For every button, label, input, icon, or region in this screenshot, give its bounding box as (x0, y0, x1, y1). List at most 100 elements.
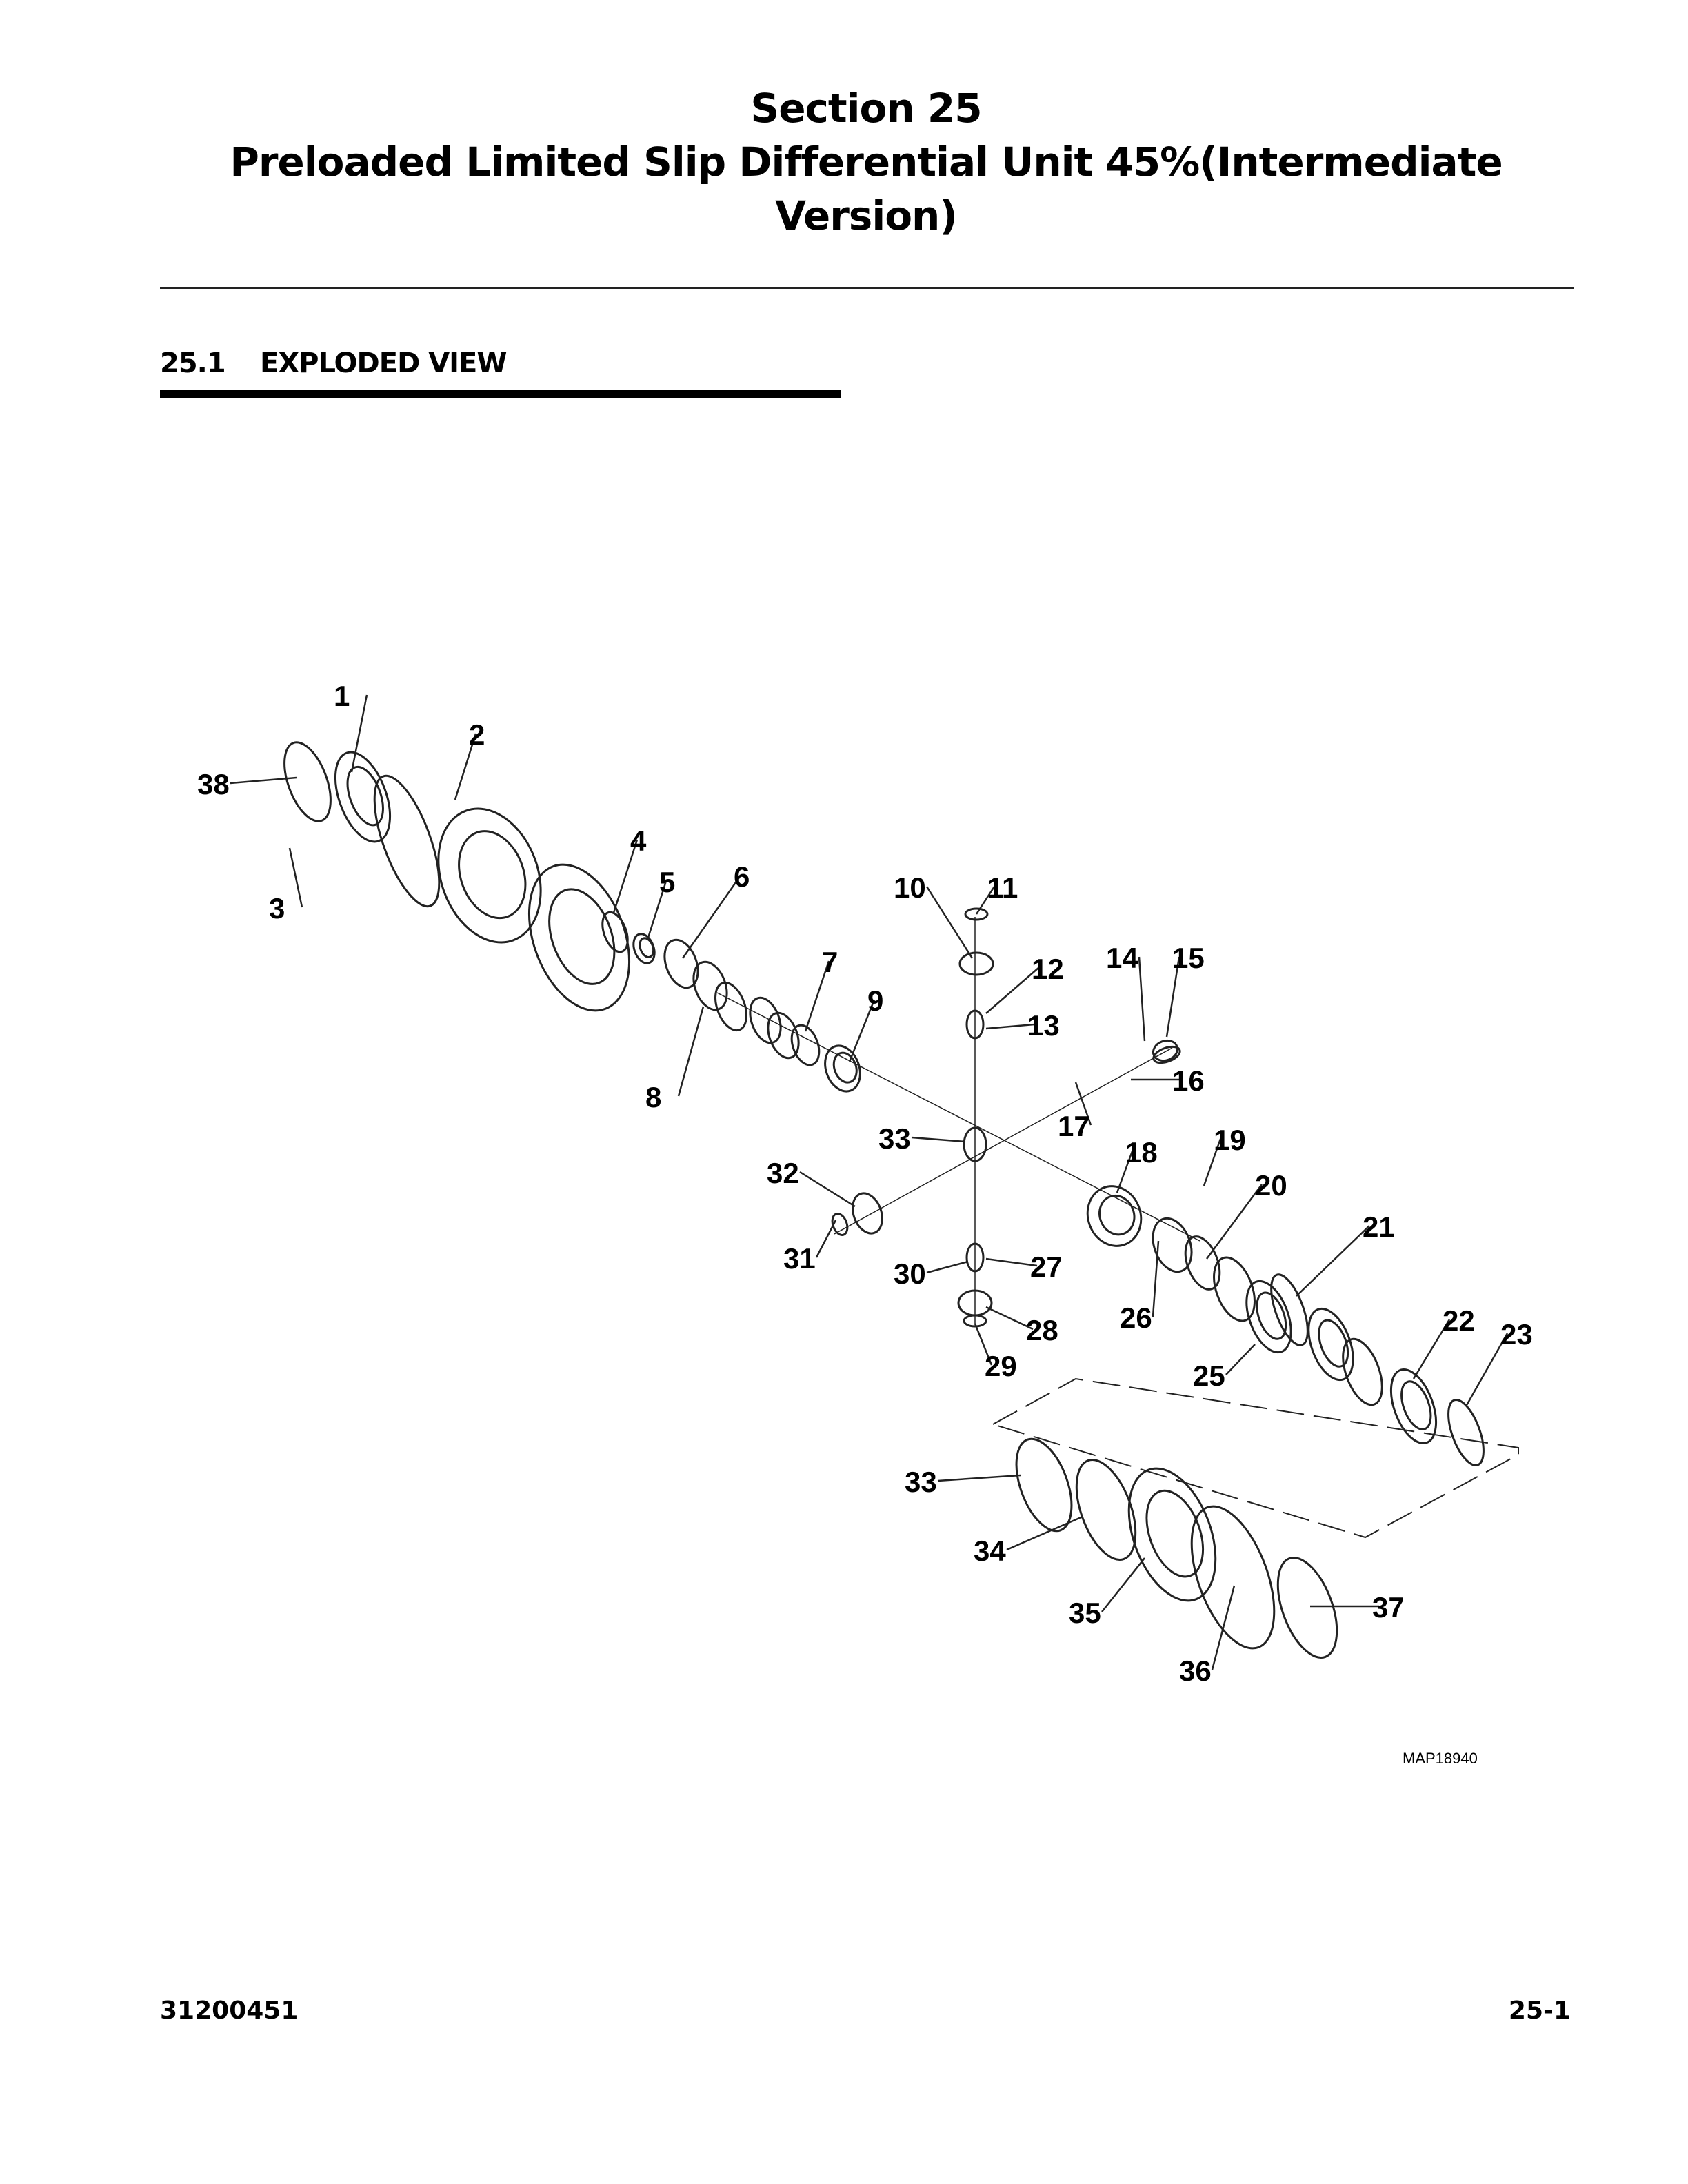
callout-leader (974, 1323, 993, 1366)
callout-label: 15 (1172, 942, 1205, 974)
callout-label: 18 (1125, 1136, 1158, 1169)
callout-leader (350, 694, 368, 773)
callout-label: 22 (1443, 1304, 1475, 1337)
callout-label: 25 (1193, 1359, 1225, 1392)
snap-ring-part (1015, 1437, 1073, 1533)
spring-plate-part (714, 981, 747, 1032)
callout-label: 8 (645, 1081, 661, 1113)
callout-label: 36 (1179, 1655, 1212, 1687)
callout-leader (1211, 1585, 1236, 1670)
section-title-line1: Preloaded Limited Slip Differential Unit… (230, 139, 1503, 185)
callout-label: 35 (1069, 1597, 1101, 1629)
callout-leader (681, 875, 742, 959)
callout-leader (815, 1220, 837, 1258)
callout-leader (1152, 1240, 1160, 1317)
thrust-washer-part (964, 907, 989, 921)
friction-plate-part (749, 996, 782, 1044)
bearing-part (334, 751, 392, 843)
needle-bearing-part (632, 933, 656, 964)
subsection-title: EXPLODED VIEW (260, 347, 507, 379)
pinion-gear-part (958, 951, 994, 976)
callout-leader (985, 967, 1039, 1014)
callout-leader (1101, 1557, 1145, 1612)
callout-leader (1225, 1344, 1256, 1375)
callout-label: 33 (878, 1122, 911, 1155)
callout-label: 16 (1172, 1064, 1205, 1097)
callout-label: 29 (985, 1350, 1017, 1382)
side-gear-part (1086, 1185, 1143, 1247)
callout-label: 11 (987, 871, 1018, 904)
callout-label: 6 (734, 860, 750, 893)
subsection-heading: 25.1 EXPLODED VIEW (160, 347, 507, 379)
differential-case-part (437, 807, 542, 944)
friction-disc-part (1307, 1307, 1354, 1382)
callout-label: 27 (1030, 1251, 1063, 1283)
callout-label: 34 (974, 1535, 1006, 1567)
callout-leader (1116, 1151, 1134, 1193)
o-ring-part (1075, 1459, 1137, 1561)
callout-label: 5 (659, 866, 675, 898)
bearing-part (1127, 1467, 1217, 1602)
callout-label: 21 (1363, 1211, 1395, 1243)
callout-label: 38 (197, 768, 230, 800)
thrust-washer-part (790, 1024, 821, 1066)
pinion-shaft-part (1152, 1045, 1181, 1064)
callout-leader (1296, 1225, 1370, 1297)
callout-leader (799, 1171, 856, 1208)
section-number: Section 25 (750, 85, 982, 132)
snap-ring-part (1447, 1399, 1485, 1466)
callout-leader (1138, 956, 1146, 1042)
callout-leader (1465, 1333, 1509, 1407)
snap-ring-part (283, 741, 332, 822)
callout-label: 7 (822, 946, 838, 978)
subsection-underline (160, 390, 841, 398)
callout-label: 1 (334, 680, 350, 712)
callout-label: 26 (1120, 1302, 1152, 1334)
callout-label: 19 (1214, 1124, 1246, 1156)
figure-id: MAP18940 (1403, 1750, 1478, 1767)
callout-leader (804, 960, 830, 1032)
callout-leader (612, 839, 639, 913)
o-ring-part (1190, 1505, 1276, 1650)
callout-label: 2 (469, 718, 485, 751)
friction-disc-part (1245, 1280, 1292, 1354)
callout-leader (454, 733, 477, 800)
callout-leader (926, 1260, 969, 1274)
callout-leader (647, 880, 667, 938)
callout-leader (975, 886, 996, 915)
callout-leader (925, 886, 974, 959)
callout-leader (1006, 1515, 1083, 1551)
callout-leader (985, 1023, 1035, 1030)
callout-leader (1203, 1138, 1222, 1186)
callout-leader (1412, 1319, 1451, 1379)
callout-label: 23 (1500, 1318, 1533, 1351)
callout-label: 9 (867, 984, 883, 1017)
callout-leader (288, 847, 303, 908)
callout-label: 10 (894, 871, 926, 904)
subsection-number: 25.1 (160, 347, 226, 379)
friction-disc-part (663, 938, 699, 989)
thrust-washer-part (601, 911, 629, 953)
differential-case-flange-part (373, 774, 441, 908)
doc-number: 31200451 (160, 1996, 299, 2025)
thrust-washer-part (831, 1213, 849, 1236)
callout-leader (1205, 1184, 1263, 1260)
thrust-ring-part (1152, 1217, 1193, 1273)
page-number: 25-1 (1508, 1996, 1571, 2025)
pinion-gear-part (852, 1192, 883, 1235)
friction-disc-part (767, 1011, 800, 1060)
callout-label: 13 (1027, 1009, 1060, 1042)
callout-label: 17 (1058, 1110, 1090, 1142)
callout-label: 14 (1106, 942, 1138, 974)
callout-leader (937, 1474, 1021, 1482)
callout-label: 37 (1372, 1591, 1405, 1624)
thrust-washer-part (1342, 1337, 1383, 1406)
friction-plate-part (692, 960, 728, 1011)
callout-leader (677, 1006, 705, 1097)
title-divider (160, 287, 1574, 289)
friction-plate-part (1213, 1256, 1256, 1322)
section-title-line2: Version) (775, 192, 958, 239)
callout-leader (230, 776, 297, 785)
callout-label: 20 (1255, 1169, 1287, 1202)
